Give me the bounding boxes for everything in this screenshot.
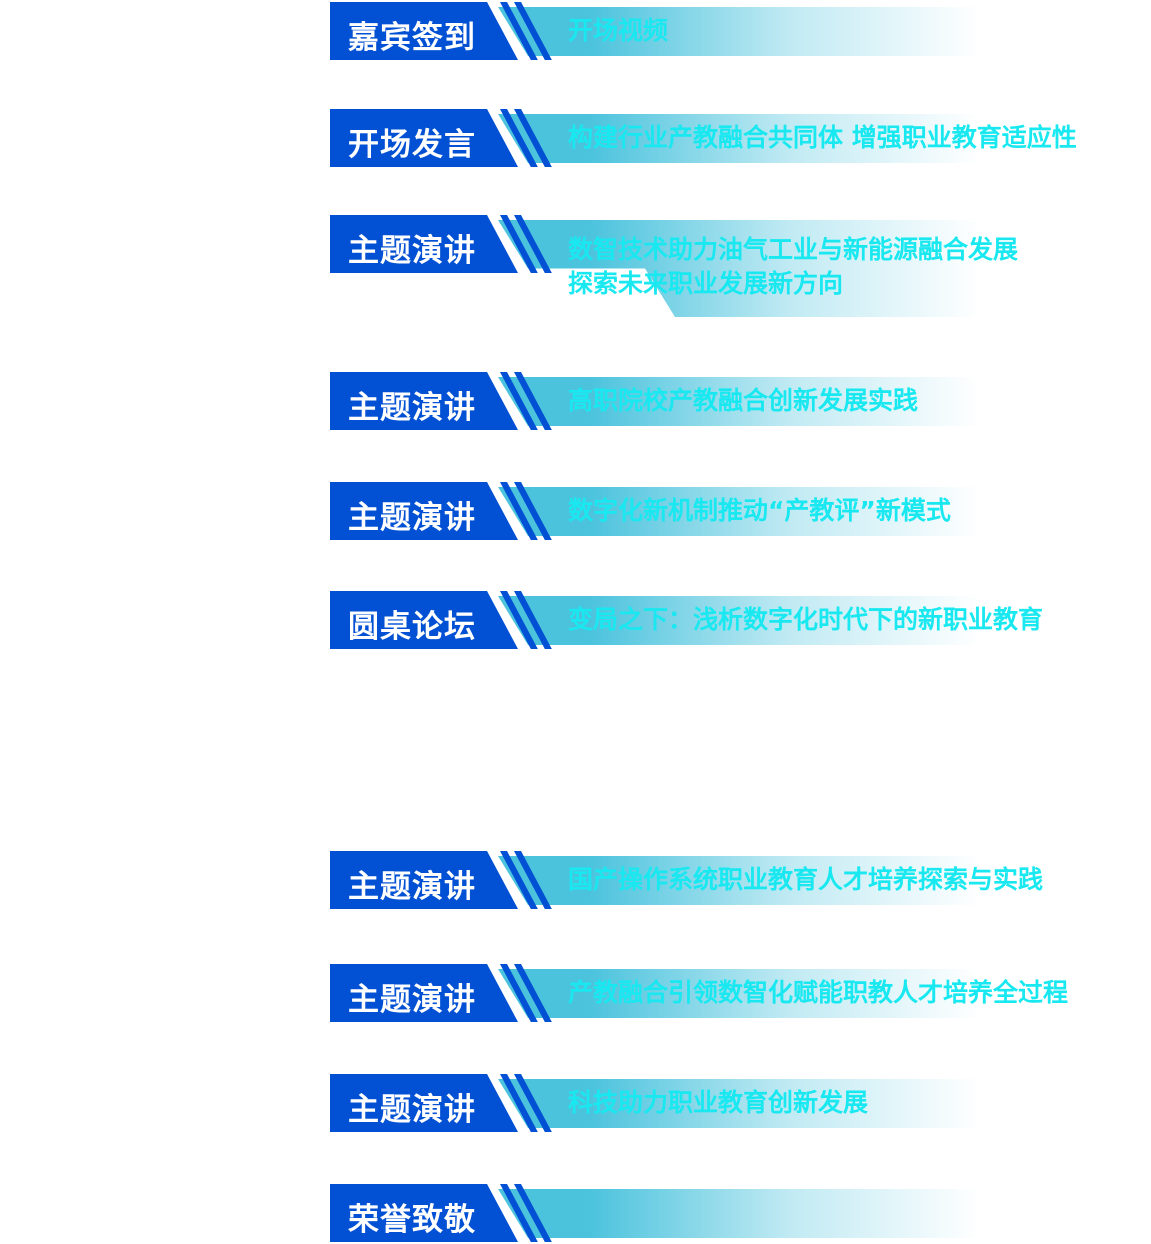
session-title-line: 探索未来职业发展新方向 (568, 269, 844, 298)
session-title-line: 产教融合引领数智化赋能职教人才培养全过程 (568, 978, 1069, 1007)
title-bar (498, 1189, 980, 1238)
session-title-line: 数字化新机制推动“产教评”新模式 (568, 496, 951, 525)
session-type-text: 开场发言 (348, 127, 476, 163)
session-title: 国产操作系统职业教育人才培养探索与实践 (568, 863, 1043, 897)
session-title: 构建行业产教融合共同体 增强职业教育适应性 (568, 121, 1077, 155)
session-type-label: 主题演讲 (330, 372, 518, 430)
title-bar (498, 7, 980, 56)
session-title-line: 数智技术助力油气工业与新能源融合发展 (568, 235, 1019, 264)
session-type-text: 主题演讲 (348, 982, 476, 1018)
title-bar (498, 596, 980, 645)
session-title-line: 构建行业产教融合共同体 增强职业教育适应性 (568, 123, 1077, 152)
session-title: 高职院校产教融合创新发展实践 (568, 384, 918, 418)
session-title-line: 国产操作系统职业教育人才培养探索与实践 (568, 865, 1044, 894)
agenda-item: 开场发言 构建行业产教融合共同体 增强职业教育适应性 (330, 109, 1151, 169)
agenda-item: 圆桌论坛 变局之下：浅析数字化时代下的新职业教育 (330, 591, 1151, 651)
agenda-item: 主题演讲 产教融合引领数智化赋能职教人才培养全过程 (330, 964, 1151, 1024)
session-type-label: 主题演讲 (330, 215, 518, 273)
agenda-item: 嘉宾签到 开场视频 (330, 2, 1151, 62)
session-title: 变局之下：浅析数字化时代下的新职业教育 (568, 603, 1043, 637)
session-type-label: 主题演讲 (330, 964, 518, 1022)
title-bar (498, 487, 980, 536)
session-title: 数字化新机制推动“产教评”新模式 (568, 494, 951, 528)
session-type-label: 嘉宾签到 (330, 2, 518, 60)
session-type-text: 主题演讲 (348, 233, 476, 269)
session-type-text: 圆桌论坛 (348, 609, 476, 645)
session-title-line: 变局之下：浅析数字化时代下的新职业教育 (568, 605, 1044, 634)
session-type-label: 荣誉致敬 (330, 1184, 518, 1242)
title-bar (498, 856, 980, 905)
session-type-text: 嘉宾签到 (348, 20, 476, 56)
session-title-line: 科技助力职业教育创新发展 (568, 1088, 869, 1117)
session-title: 数智技术助力油气工业与新能源融合发展探索未来职业发展新方向 (568, 233, 1018, 301)
agenda-item: 主题演讲 数字化新机制推动“产教评”新模式 (330, 482, 1151, 542)
session-type-label: 主题演讲 (330, 1074, 518, 1132)
agenda-item: 荣誉致敬 (330, 1184, 1151, 1244)
session-type-label: 主题演讲 (330, 482, 518, 540)
agenda-item: 主题演讲 科技助力职业教育创新发展 (330, 1074, 1151, 1134)
session-type-label: 圆桌论坛 (330, 591, 518, 649)
session-title: 产教融合引领数智化赋能职教人才培养全过程 (568, 976, 1068, 1010)
agenda-item: 主题演讲 国产操作系统职业教育人才培养探索与实践 (330, 851, 1151, 911)
session-type-text: 荣誉致敬 (348, 1202, 476, 1238)
session-type-label: 主题演讲 (330, 851, 518, 909)
session-type-text: 主题演讲 (348, 1092, 476, 1128)
session-type-label: 开场发言 (330, 109, 518, 167)
agenda-item: 主题演讲 高职院校产教融合创新发展实践 (330, 372, 1151, 432)
agenda-item: 主题演讲 数智技术助力油气工业与新能源融合发展探索未来职业发展新方向 (330, 215, 1151, 319)
session-title: 科技助力职业教育创新发展 (568, 1086, 868, 1120)
title-bar (498, 377, 980, 426)
session-title-line: 高职院校产教融合创新发展实践 (568, 386, 919, 415)
session-type-text: 主题演讲 (348, 500, 476, 536)
title-bar (498, 969, 980, 1018)
session-title: 开场视频 (568, 14, 668, 48)
title-bar (498, 1079, 980, 1128)
session-title-line: 开场视频 (568, 16, 669, 45)
title-bar (498, 114, 980, 163)
session-type-text: 主题演讲 (348, 869, 476, 905)
session-type-text: 主题演讲 (348, 390, 476, 426)
